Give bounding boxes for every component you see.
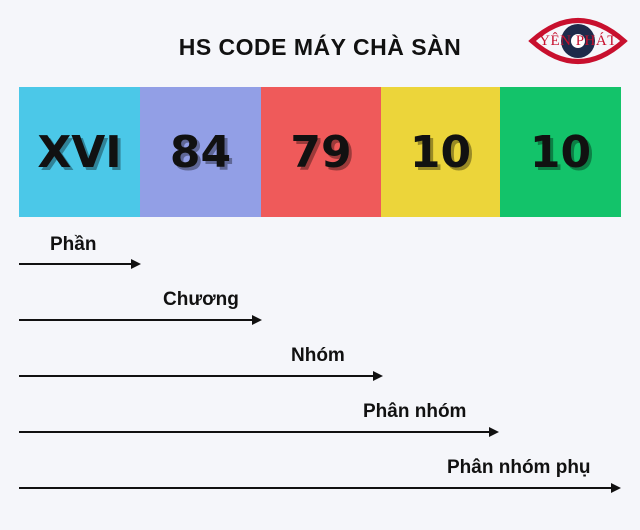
hs-code-bar: XVI 84 79 10 10 [19,87,621,217]
level-label-subheading: Phân nhóm [363,401,467,422]
code-segment-section: XVI [19,87,140,217]
arrow-icon [19,427,499,437]
code-segment-chapter: 84 [140,87,261,217]
level-label-chapter: Chương [163,289,239,310]
code-segment-subheading: 10 [381,87,500,217]
level-label-sub-subheading: Phân nhóm phụ [447,457,591,478]
page-title: HS CODE MÁY CHÀ SÀN [178,34,462,60]
arrow-icon [19,315,262,325]
arrow-icon [19,259,141,269]
level-label-section: Phần [50,234,97,255]
level-label-heading: Nhóm [291,345,345,366]
arrow-icon [19,483,621,493]
code-segment-sub-subheading: 10 [500,87,621,217]
arrow-icon [19,371,383,381]
eye-logo-icon [528,18,628,64]
logo-text: YÊN PHÁT [539,33,617,49]
code-segment-heading: 79 [261,87,381,217]
